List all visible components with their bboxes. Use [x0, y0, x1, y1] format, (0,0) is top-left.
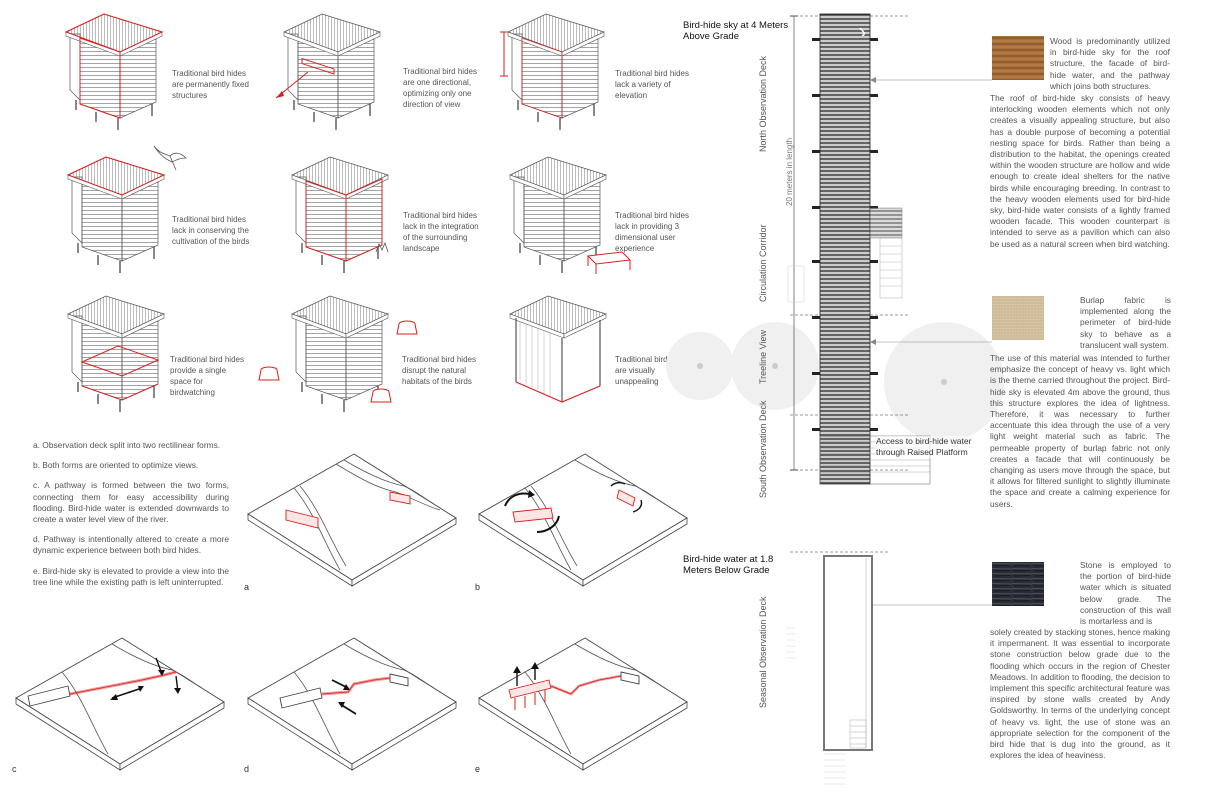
site-diagram-a [247, 453, 457, 587]
site-label-e: e [475, 764, 481, 774]
hut-single-space-illustration [67, 295, 165, 413]
length-dimension-label: 20 meters in length [785, 137, 794, 206]
water-plan-title: Bird-hide water at 1.8 Meters Below Grad… [683, 554, 774, 576]
zone-treeline-view: Treeline View [758, 329, 768, 384]
hide-caption-8: Traditional bird hides disrupt the natur… [402, 355, 476, 386]
burlap-body-text: The use of this material was intended to… [990, 353, 1170, 509]
step-b: b. Both forms are oriented to optimize v… [33, 460, 199, 471]
step-a: a. Observation deck split into two recti… [33, 440, 221, 450]
site-label-c: c [12, 764, 17, 774]
hide-caption-2: Traditional bird hides are one direction… [403, 67, 477, 109]
hut-directional-illustration [275, 13, 381, 131]
step-e: e. Bird-hide sky is elevated to provide … [33, 565, 229, 587]
site-diagram-c [15, 637, 225, 771]
hide-caption-9: Traditional bird hides are visually unap… [615, 355, 689, 386]
burlap-swatch [992, 296, 1044, 340]
water-plan-drawing [786, 551, 890, 785]
hut-cultivation-illustration [66, 156, 166, 274]
burlap-intro-text: Burlap fabric is implemented along the p… [1080, 295, 1171, 350]
step-c: c. A pathway is formed between the two f… [33, 480, 229, 525]
design-steps: a. Observation deck split into two recti… [33, 440, 229, 597]
wood-body-text: The roof of bird-hide sky consists of he… [990, 93, 1170, 249]
hide-caption-7: Traditional bird hides provide a single … [170, 355, 244, 397]
sky-plan-drawing [787, 13, 931, 485]
zone-north-observation-deck: North Observation Deck [758, 55, 768, 152]
zone-south-observation-deck: South Observation Deck [758, 400, 768, 498]
zone-circulation-corridor: Circulation Corridor [758, 224, 768, 302]
zone-seasonal-observation-deck: Seasonal Observation Deck [758, 596, 768, 708]
stone-body-text: solely created by stacking stones, hence… [990, 627, 1170, 761]
site-label-d: d [244, 764, 250, 774]
step-d: d. Pathway is intentionally altered to c… [33, 534, 229, 556]
stone-intro-text: Stone is employed to the portion of bird… [1080, 560, 1171, 627]
hut-fixed-illustration [64, 13, 164, 131]
hide-caption-5: Traditional bird hides lack in the integ… [403, 211, 479, 253]
tree-stump-icon-bottom [370, 388, 392, 403]
hide-caption-3: Traditional bird hides lack a variety of… [615, 69, 689, 100]
site-diagram-e [478, 637, 688, 771]
wood-intro-text: Wood is predominantly utilized in bird-h… [1050, 36, 1170, 91]
hide-caption-6: Traditional bird hides lack in providing… [615, 211, 689, 253]
wood-swatch [992, 36, 1044, 80]
site-diagram-d [247, 637, 457, 771]
sky-plan-title: Bird-hide sky at 4 Meters Above Grade [683, 20, 789, 42]
stone-swatch [992, 562, 1044, 606]
hide-caption-4: Traditional bird hides lack in conservin… [172, 215, 250, 246]
hut-landscape-illustration [291, 156, 389, 274]
material-leaders [830, 77, 992, 608]
hut-unappealing-illustration [509, 295, 607, 403]
access-note: Access to bird-hide water through Raised… [876, 436, 976, 458]
hide-caption-1: Traditional bird hides are permanently f… [172, 69, 249, 100]
bird-icon [153, 145, 187, 171]
bench-icon [586, 251, 632, 274]
tree-stump-icon [258, 366, 280, 381]
tree-stump-icon-top [396, 320, 418, 335]
hut-elevation-illustration [500, 13, 605, 131]
site-label-b: b [475, 582, 481, 592]
view-circles [666, 322, 1004, 442]
site-label-a: a [244, 582, 250, 592]
site-diagram-b [478, 453, 688, 587]
landscape-sketch-icon [375, 241, 389, 253]
